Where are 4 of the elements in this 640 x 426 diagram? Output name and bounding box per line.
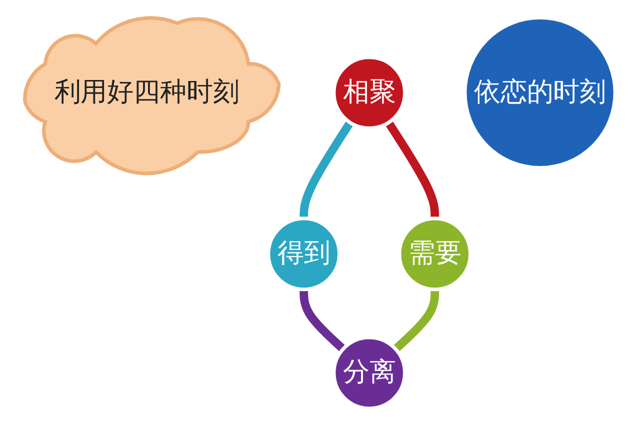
connector xyxy=(385,120,440,219)
connector xyxy=(300,289,346,352)
connector xyxy=(300,120,354,219)
connector xyxy=(392,289,440,352)
